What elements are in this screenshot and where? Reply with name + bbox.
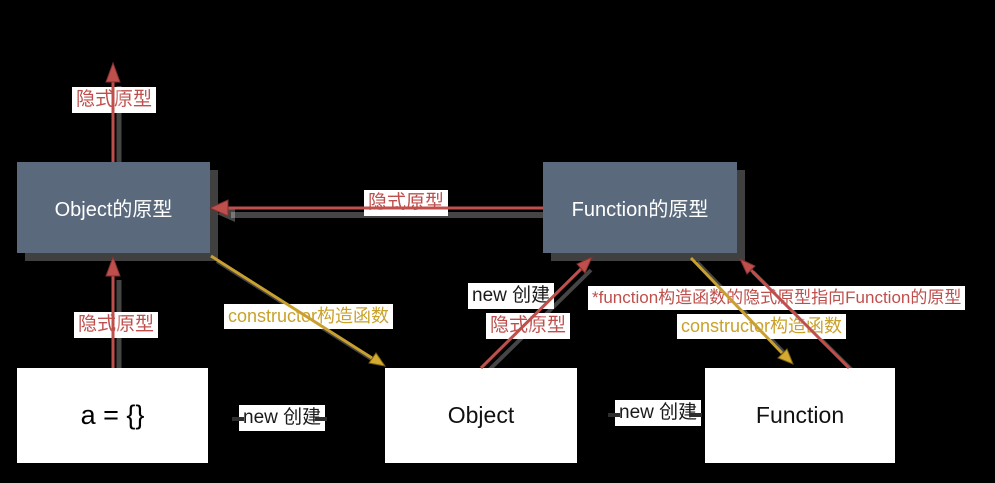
edge-label-implicit-prototype-top: 隐式原型	[72, 87, 157, 113]
arrow-shadow-constructor-function	[695, 260, 791, 360]
edge-label-new-create-mid: new 创建	[468, 283, 555, 309]
node-object-prototype: Object的原型	[17, 162, 210, 253]
arrowhead-object-upright	[576, 255, 593, 274]
node-object-prototype-label: Object的原型	[54, 199, 173, 221]
edge-label-implicit-prototype-between: 隐式原型	[364, 190, 449, 216]
gold-arrowheads	[368, 348, 794, 367]
node-function-constructor-label: Function	[755, 402, 845, 428]
arrowhead-constructor-object-downright	[368, 352, 387, 367]
edge-label-constructor-object: constructor构造函数	[224, 304, 394, 329]
node-function-prototype: Function的原型	[543, 162, 737, 253]
node-function-prototype-label: Function的原型	[571, 199, 709, 221]
node-a-object-literal: a = {}	[17, 368, 208, 463]
edge-label-constructor-function: constructor构造函数	[677, 314, 847, 339]
node-object-constructor-label: Object	[447, 402, 515, 428]
arrowhead-top-up	[105, 61, 121, 83]
arrowhead-between-left	[208, 199, 229, 217]
edge-label-function-note: *function构造函数的隐式原型指向Function的原型	[588, 286, 966, 310]
arrow-shadow-horizontal-head	[217, 207, 235, 222]
edge-label-new-create-bottom-left: new 创建	[239, 405, 326, 431]
edge-label-implicit-prototype-a: 隐式原型	[74, 312, 159, 338]
arrowhead-function-upleft	[738, 257, 756, 275]
node-function-constructor: Function	[705, 368, 895, 463]
new-line-dash-left-fn	[608, 413, 620, 417]
node-a-object-literal-label: a = {}	[80, 400, 145, 430]
new-line-dash-right-a	[315, 417, 327, 421]
arrowhead-constructor-function-downright	[777, 348, 794, 365]
new-line-dash-left-a	[232, 417, 244, 421]
edge-label-implicit-prototype-object: 隐式原型	[486, 313, 571, 339]
arrowhead-a-up	[105, 255, 121, 277]
new-line-dash-right-fn	[690, 413, 702, 417]
node-object-constructor: Object	[385, 368, 577, 463]
edge-label-new-create-bottom-right: new 创建	[615, 400, 702, 426]
